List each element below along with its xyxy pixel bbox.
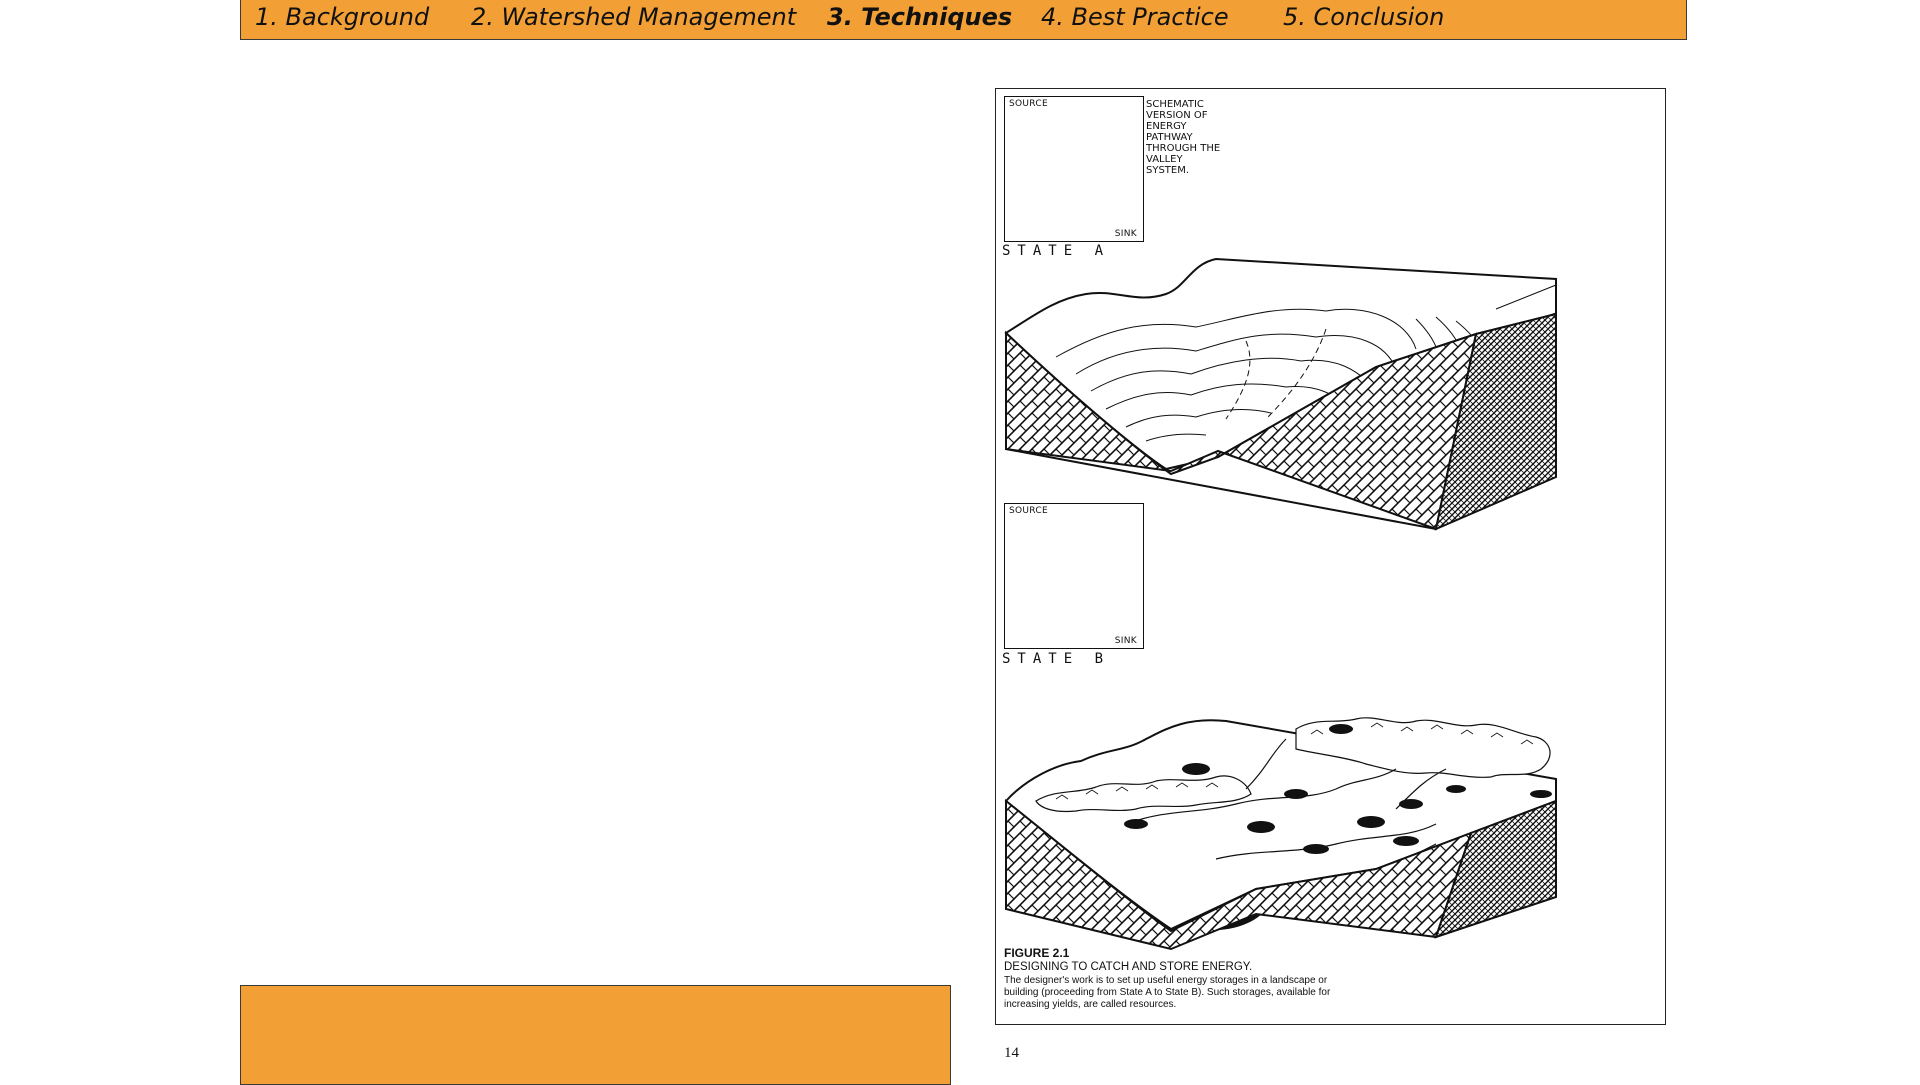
section-nav: 1. Background 2. Watershed Management 3.… [240,0,1687,40]
nav-item-techniques[interactable]: 3. Techniques [827,3,1013,31]
state-b-inset: SOURCE SINK [1004,503,1144,649]
state-b-label: STATE B [1002,651,1111,667]
state-a-sink-label: SINK [1114,229,1137,239]
footer-accent-bar [240,985,951,1085]
state-a-inset: SOURCE SINK [1004,96,1144,242]
figure-panel: SOURCE SINK SCHEMATIC VERSION OF ENERGY … [995,88,1666,1025]
state-b-source-label: SOURCE [1009,506,1048,516]
caption-title: DESIGNING TO CATCH AND STORE ENERGY. [1004,961,1253,973]
nav-item-conclusion[interactable]: 5. Conclusion [1283,3,1445,31]
landscape-illustration [1004,118,1557,951]
nav-item-best-practice[interactable]: 4. Best Practice [1041,3,1229,31]
state-b-sink-label: SINK [1114,636,1137,646]
page-number: 14 [1004,1045,1019,1061]
state-a-source-label: SOURCE [1009,99,1048,109]
state-a-side-face [1434,312,1557,531]
schematic-note: SCHEMATIC VERSION OF ENERGY PATHWAY THRO… [1146,99,1221,176]
caption-number: FIGURE 2.1 [1004,946,1070,960]
state-b-side-face [1434,799,1557,939]
caption-body: The designer's work is to set up useful … [1004,975,1331,1010]
figure-caption: FIGURE 2.1 DESIGNING TO CATCH AND STORE … [1004,946,1334,1011]
nav-item-watershed-management[interactable]: 2. Watershed Management [471,3,797,31]
nav-item-background[interactable]: 1. Background [255,3,430,31]
state-a-label: STATE A [1002,243,1111,259]
